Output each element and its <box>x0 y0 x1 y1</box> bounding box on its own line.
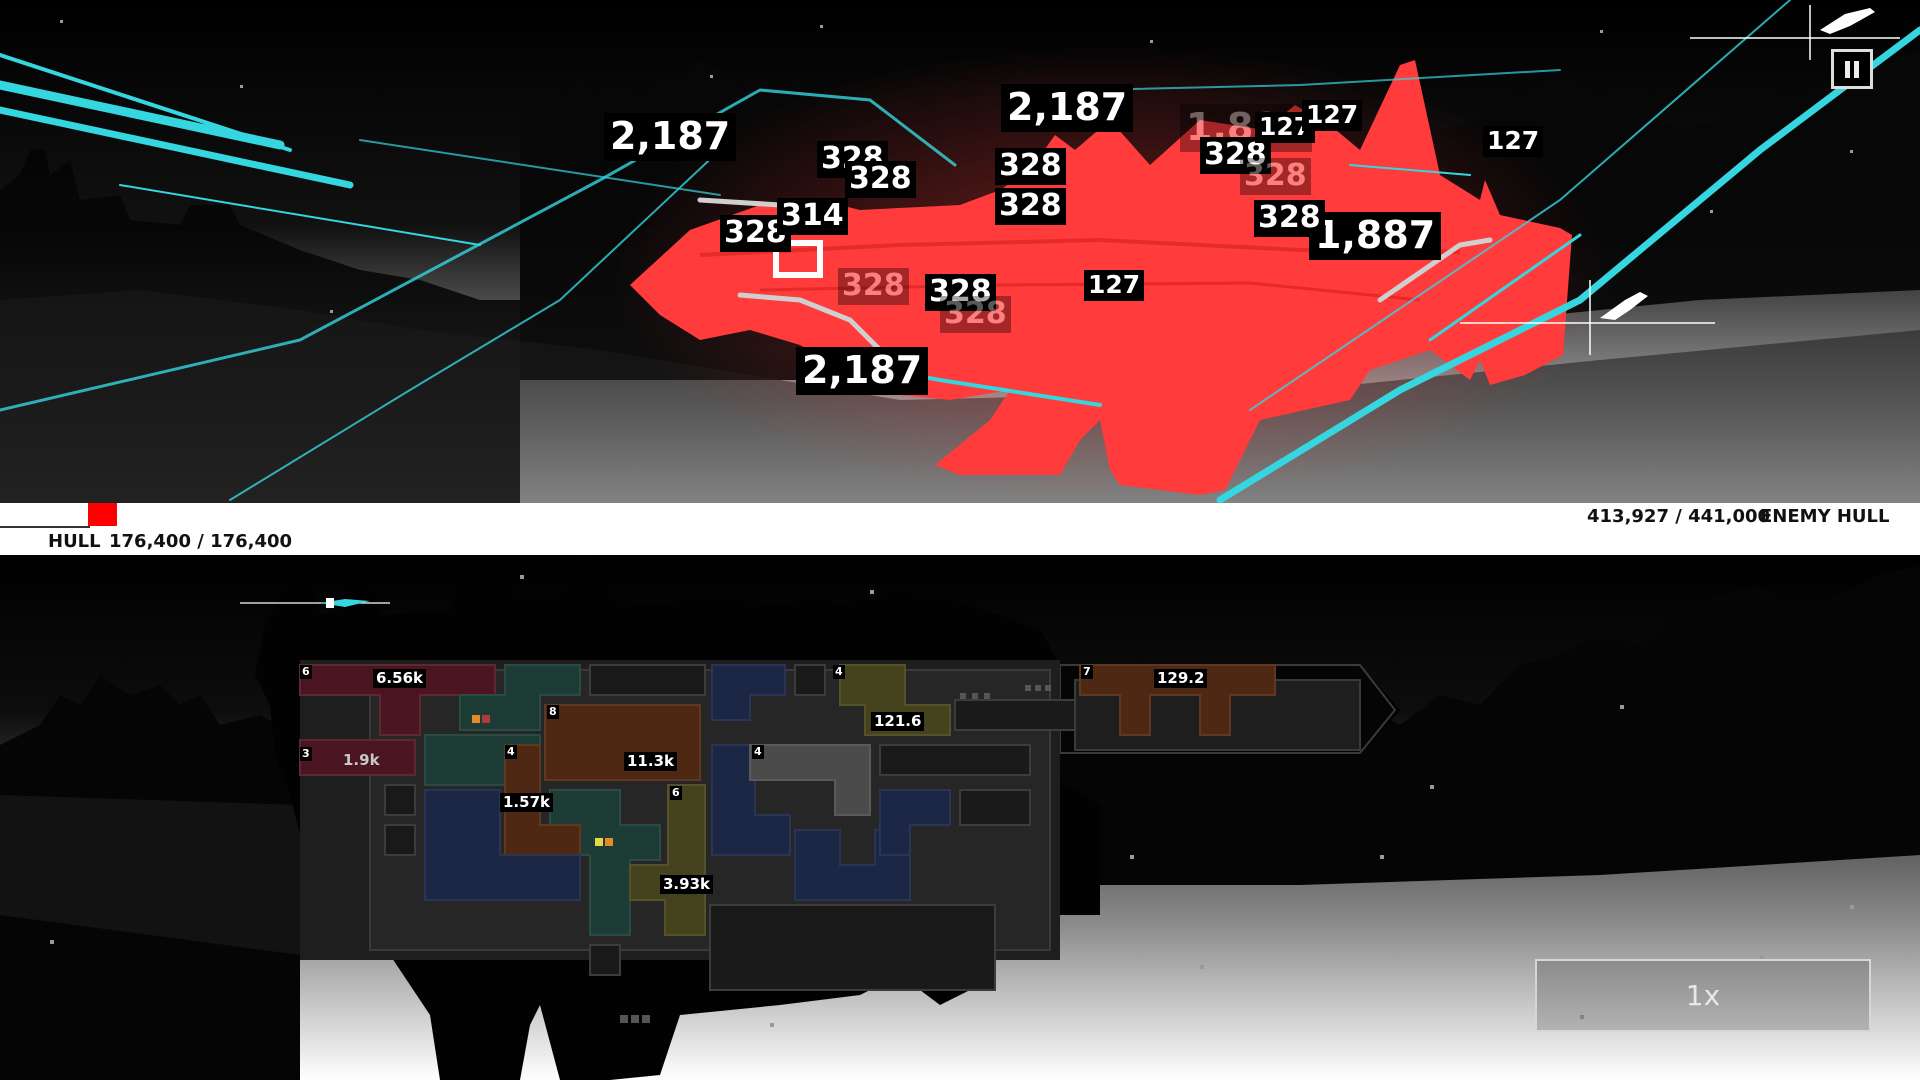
room-damage-value: 3.93k <box>660 875 713 894</box>
pause-button[interactable] <box>1831 49 1873 89</box>
damage-number: 328 <box>1254 200 1325 237</box>
damage-number: 127 <box>1084 270 1145 301</box>
damage-number: 2,187 <box>1001 84 1134 132</box>
room-damage-value: 6.56k <box>373 669 426 688</box>
damage-number: 127 <box>1483 126 1544 157</box>
damage-number: 328 <box>995 188 1066 225</box>
room-damage-value: 11.3k <box>624 752 677 771</box>
room-shield <box>299 664 496 736</box>
damage-number: 314 <box>777 198 848 235</box>
fighter-icon <box>1600 292 1648 320</box>
damage-number: 328 <box>1200 137 1271 174</box>
room-damage-value: 1.57k <box>500 793 553 812</box>
room-crew-count: 7 <box>1081 665 1093 680</box>
damage-number: 328 <box>995 148 1066 185</box>
damage-number: 328 <box>1240 158 1311 195</box>
player-hull-indicator <box>88 503 117 526</box>
room-crew-count: 3 <box>300 747 312 762</box>
damage-number: 127 <box>1302 100 1363 131</box>
room-crew-count: 4 <box>505 745 517 760</box>
room-damage-value: 1.9k <box>343 751 380 769</box>
pause-icon <box>1843 60 1861 78</box>
damage-number: 328 <box>845 161 916 198</box>
damage-number: 328 <box>940 296 1011 333</box>
room-crew-count: 8 <box>547 705 559 720</box>
room-crew-count: 6 <box>300 665 312 680</box>
target-marker-icon <box>773 240 823 278</box>
room-crew-count: 4 <box>752 745 764 760</box>
damage-number: 2,187 <box>604 113 737 161</box>
enemy-hull-label: ENEMY HULL <box>1760 506 1890 527</box>
game-speed-button[interactable]: 1x <box>1535 959 1871 1032</box>
damage-number: 2,187 <box>796 347 929 395</box>
damage-number: 328 <box>925 274 996 311</box>
player-hull-label: HULL <box>48 531 101 552</box>
fighter-icon <box>326 598 334 608</box>
room-crew-count: 4 <box>833 665 845 680</box>
player-hull-value: 176,400 / 176,400 <box>109 531 293 552</box>
room-damage-value: 121.6 <box>871 712 925 731</box>
hull-status-bar: HULL 176,400 / 176,400 413,927 / 441,000… <box>0 503 1920 555</box>
player-view <box>0 555 1920 1080</box>
room-crew-count: 6 <box>670 786 682 801</box>
enemy-hull-value: 413,927 / 441,000 <box>1587 506 1771 527</box>
damage-number: 328 <box>838 268 909 305</box>
enemy-view <box>0 0 1920 503</box>
damage-number: 1,887 <box>1309 212 1442 260</box>
room-damage-value: 129.2 <box>1154 669 1208 688</box>
player-hull-line <box>0 526 90 528</box>
fighter-icon <box>1820 8 1875 34</box>
